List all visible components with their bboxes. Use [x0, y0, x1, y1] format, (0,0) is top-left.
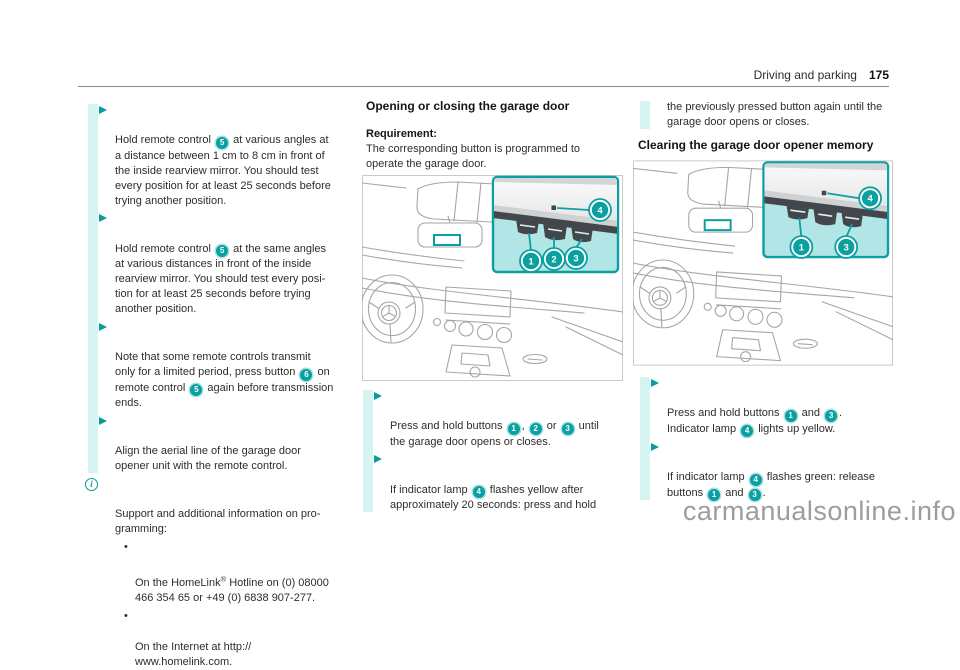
- triangle-bullet-icon: [374, 391, 382, 400]
- inline-number-badge: 4: [472, 486, 485, 498]
- svg-text:1: 1: [799, 243, 804, 254]
- bullet-text: If indicator lamp 4 flashes green: relea…: [667, 471, 875, 501]
- instruction-bullet: Note that some remote controls transmit …: [99, 320, 360, 411]
- change-bar-group: Press and hold buttons 1 and 3. Indicato…: [640, 376, 932, 501]
- middle-column-header: Opening or closing the garage door Requi…: [366, 99, 628, 172]
- bullet-text: Align the aerial line of the garage door…: [115, 445, 301, 472]
- change-bar-group: Press and hold buttons 1, 2 or 3 until t…: [363, 389, 631, 513]
- inline-number-badge: 4: [749, 473, 762, 486]
- note-text: Support and additional information on pr…: [115, 508, 321, 535]
- info-note: i Support and additional information on …: [85, 477, 360, 537]
- triangle-bullet-icon: [651, 442, 659, 451]
- callout-badge-3: 3: [564, 246, 588, 270]
- callout-badge-3: 3: [834, 235, 859, 259]
- inline-number-badge: 3: [825, 409, 838, 422]
- clear-memory-figure: 1 3 4: [633, 159, 893, 367]
- inline-number-badge: 1: [507, 422, 520, 435]
- superscript: ®: [220, 574, 227, 583]
- watermark: carmanualsonline.info: [682, 496, 956, 526]
- chapter-title: Driving and parking: [753, 68, 857, 82]
- bullet-text: Press and hold buttons 1, 2 or 3 until t…: [390, 420, 599, 448]
- bullet-text: Hold remote control 5 at various angles …: [115, 134, 331, 207]
- inline-number-badge: 2: [529, 422, 542, 435]
- dot-bullet-icon: •: [124, 609, 128, 622]
- left-column: Hold remote control 5 at various angles …: [85, 103, 360, 670]
- callout-badge-4: 4: [858, 186, 882, 211]
- svg-text:4: 4: [597, 206, 603, 217]
- instruction-bullet: Press and hold buttons 1, 2 or 3 until t…: [374, 389, 631, 450]
- bullet-text: If indicator lamp 4 flashes yellow after…: [390, 483, 597, 512]
- requirement-label: Requirement:: [366, 128, 437, 140]
- aerial-line-marker: [703, 219, 732, 232]
- inline-number-badge: 5: [216, 136, 229, 149]
- page-number: 175: [868, 68, 889, 82]
- inline-number-badge: 5: [216, 245, 229, 257]
- change-bar-group: the previously pressed button again unti…: [640, 100, 928, 130]
- sub-item-text: On the Internet at http:// www.homelink.…: [135, 640, 252, 668]
- callout-badge-2: 2: [542, 247, 566, 271]
- aerial-line-marker: [433, 234, 461, 246]
- bullet-text: Press and hold buttons 1 and 3. Indicato…: [667, 407, 843, 437]
- instruction-bullet: Hold remote control 5 at the same angles…: [99, 212, 360, 318]
- triangle-bullet-icon: [99, 416, 107, 425]
- inline-number-badge: 4: [741, 425, 754, 437]
- svg-text:4: 4: [867, 194, 873, 205]
- section-heading: Clearing the garage door opener memory: [638, 138, 874, 152]
- triangle-bullet-icon: [99, 105, 107, 114]
- garage-door-buttons-figure: 1 2 3 4: [362, 175, 623, 381]
- triangle-bullet-icon: [374, 455, 382, 463]
- instruction-bullet: Hold remote control 5 at various angles …: [99, 103, 360, 209]
- inline-number-badge: 1: [784, 409, 797, 422]
- instruction-bullet: Align the aerial line of the garage door…: [99, 414, 360, 474]
- instruction-bullet: Press and hold buttons 1 and 3. Indicato…: [651, 376, 932, 437]
- inline-number-badge: 1: [708, 489, 721, 501]
- car-interior-illustration: 1 2 3 4: [362, 175, 623, 381]
- note-sub-item: • On the HomeLink® Hotline on (0) 08000 …: [88, 541, 360, 606]
- instruction-bullet: If indicator lamp 4 flashes yellow after…: [374, 453, 631, 514]
- inline-number-badge: 3: [561, 422, 574, 435]
- bullet-text: Hold remote control 5 at the same angles…: [115, 242, 327, 316]
- inline-number-badge: 6: [300, 368, 313, 381]
- right-column-bullets: Press and hold buttons 1 and 3. Indicato…: [640, 376, 932, 501]
- callout-badge-1: 1: [519, 249, 543, 273]
- triangle-bullet-icon: [99, 214, 107, 222]
- svg-text:3: 3: [844, 243, 849, 254]
- svg-text:3: 3: [573, 254, 578, 265]
- right-column-continuation: the previously pressed button again unti…: [640, 100, 928, 130]
- manual-page: Driving and parking 175 Hold remote contr…: [78, 68, 956, 668]
- callout-badge-4: 4: [588, 198, 612, 222]
- bullet-text: Note that some remote controls transmit …: [115, 351, 334, 409]
- svg-text:2: 2: [551, 255, 556, 266]
- triangle-bullet-icon: [651, 378, 659, 387]
- callout-lines: [528, 207, 590, 252]
- continuation-text: the previously pressed button again unti…: [667, 101, 883, 128]
- note-sub-item: • On the Internet at http:// www.homelin…: [88, 610, 360, 670]
- callout-lines: [798, 192, 860, 238]
- requirement-text: The corresponding button is programmed t…: [366, 143, 581, 170]
- section-heading: Opening or closing the garage door: [366, 99, 570, 113]
- info-icon: i: [85, 478, 98, 491]
- svg-text:1: 1: [528, 257, 534, 268]
- triangle-bullet-icon: [99, 322, 107, 331]
- change-bar-group: Hold remote control 5 at various angles …: [88, 103, 360, 474]
- inline-number-badge: 5: [190, 384, 203, 396]
- page-header: Driving and parking 175: [78, 68, 889, 87]
- dot-bullet-icon: •: [124, 541, 128, 553]
- inline-number-badge: 3: [748, 489, 761, 501]
- sub-item-text: On the HomeLink® Hotline on (0) 08000 46…: [135, 574, 329, 604]
- car-interior-illustration: 1 3 4: [633, 160, 893, 366]
- callout-badge-1: 1: [789, 235, 814, 259]
- instruction-bullet: If indicator lamp 4 flashes green: relea…: [651, 440, 932, 501]
- middle-column-bullets: Press and hold buttons 1, 2 or 3 until t…: [363, 389, 631, 513]
